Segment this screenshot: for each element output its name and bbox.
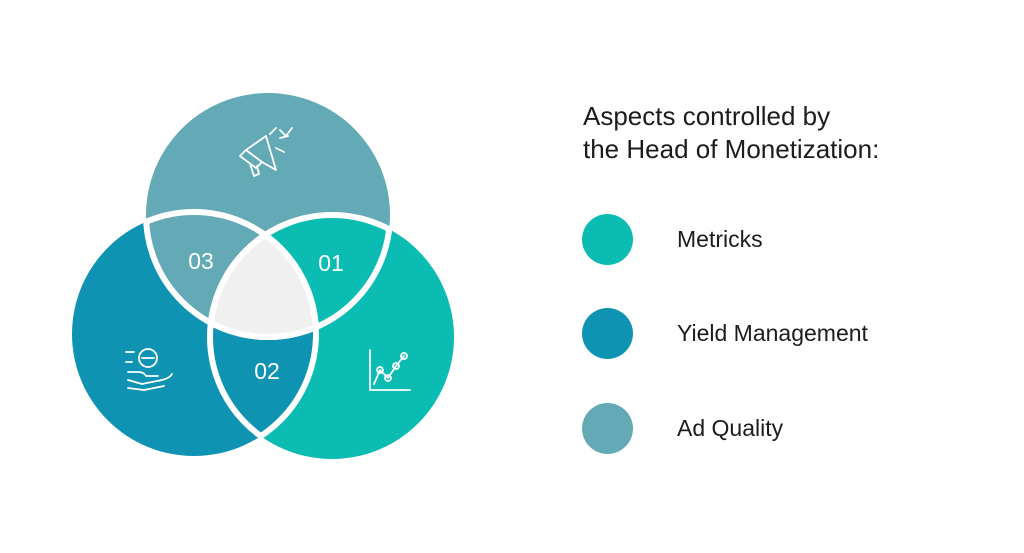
megaphone-icon [239,127,293,177]
center-region [210,215,316,337]
legend-item-yield-management: Yield Management [582,308,1002,360]
lens-outline [210,215,319,459]
legend-label-metricks: Metricks [677,226,763,252]
line-chart-icon [369,349,411,391]
legend-title-line2: the Head of Monetization: [583,134,880,164]
legend-title: Aspects controlled by the Head of Moneti… [583,100,1003,166]
legend-item-metricks: Metricks [582,214,1002,266]
lens-outline [210,215,393,340]
legend-dot-yield-management [582,308,633,359]
lens-outline [207,212,316,456]
legend-title-line1: Aspects controlled by [583,101,831,131]
venn-diagram: 01 02 03 [72,93,454,459]
legend-label-ad-quality: Ad Quality [677,415,784,441]
region-label-02: 02 [254,358,280,384]
lens-outline [207,212,390,337]
hand-coin-icon [125,348,173,391]
legend-dot-metricks [582,214,633,265]
legend-label-yield-management: Yield Management [677,320,868,346]
legend-dot-ad-quality [582,403,633,454]
region-label-01: 01 [318,250,344,276]
legend-item-ad-quality: Ad Quality [582,403,1002,455]
region-label-03: 03 [188,248,214,274]
